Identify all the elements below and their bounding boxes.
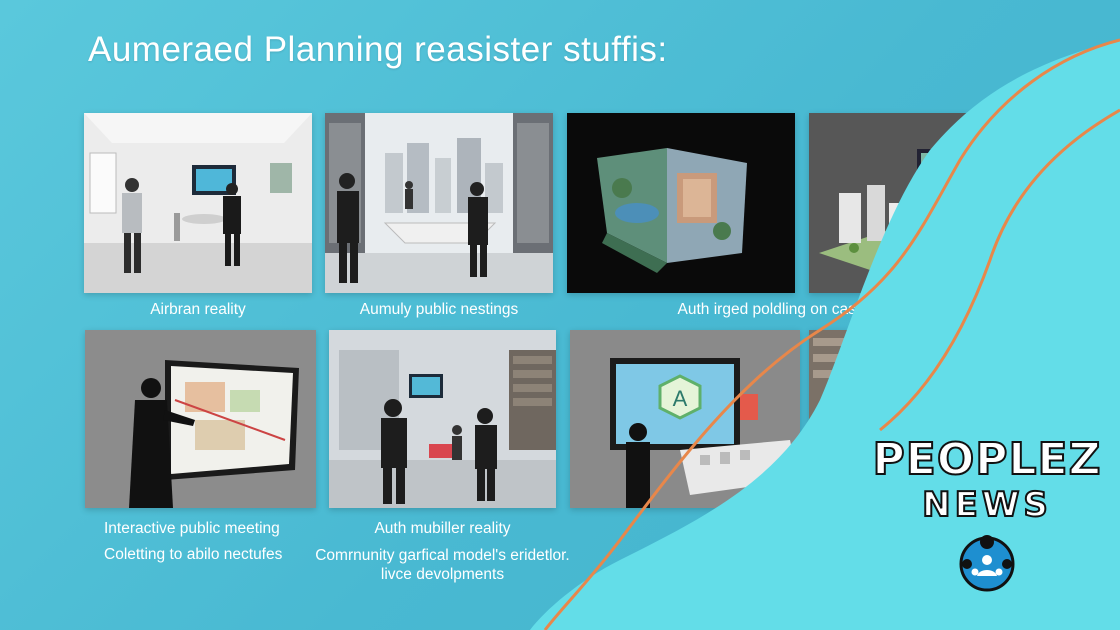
office-room-illustration (84, 113, 312, 293)
tile-caption: Aumuly public nestings (359, 301, 519, 318)
city-meeting-illustration (325, 113, 553, 293)
tile-library-meeting (329, 330, 556, 508)
city-cube-illustration (567, 113, 795, 293)
brand-logo: PEOPLEZ NEWS (872, 434, 1102, 599)
tile-display-model: A (570, 330, 800, 508)
library-meeting-illustration (329, 330, 556, 508)
tile-caption: Interactive public meeting (104, 520, 280, 537)
brand-name-line1: PEOPLEZ (872, 434, 1102, 485)
people-network-icon (959, 535, 1015, 592)
svg-text:A: A (673, 386, 688, 411)
tile-subcaption: Comrnunity garfical model's eridetlor. l… (315, 547, 570, 583)
tile-caption: Airbran reality (150, 301, 246, 318)
tile-office-room (84, 113, 312, 293)
tile-touchscreen-map (85, 330, 316, 508)
tile-subcaption: Coletting to abilo nectufes (104, 546, 283, 563)
display-model-illustration: A (570, 330, 800, 508)
page-title: Aumeraed Planning reasister stuffis: (88, 30, 668, 69)
tile-caption: Auth mubiller reality (374, 520, 511, 537)
tile-city-meeting (325, 113, 553, 293)
touchscreen-map-illustration (85, 330, 316, 508)
brand-name-line2: NEWS (921, 485, 1052, 525)
tile-3d-city-cube (567, 113, 795, 293)
